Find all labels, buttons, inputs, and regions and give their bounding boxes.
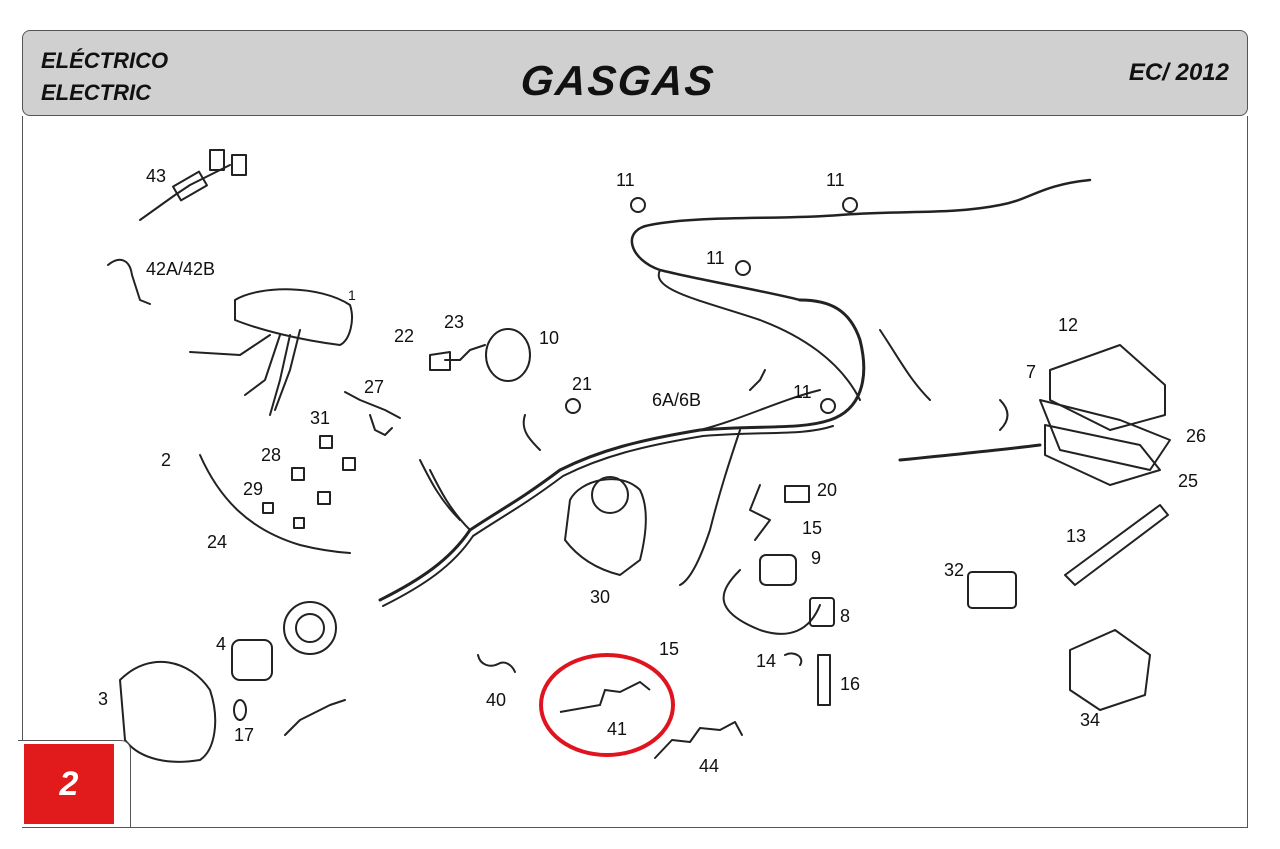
label-42a-42b: 42A/42B <box>146 259 215 279</box>
label-1: 1 <box>348 287 356 303</box>
clip-icon <box>735 260 751 276</box>
title-spanish: ELÉCTRICO <box>41 48 169 73</box>
label-20: 20 <box>817 480 837 500</box>
model-year: EC/ 2012 <box>1128 59 1229 86</box>
label-25: 25 <box>1178 471 1198 491</box>
header-bar: ELÉCTRICO ELECTRIC GASGAS EC/ 2012 <box>22 30 1248 116</box>
label-26: 26 <box>1186 426 1206 446</box>
label-21: 21 <box>572 374 592 394</box>
label-34: 34 <box>1080 710 1100 730</box>
label-27: 27 <box>364 377 384 397</box>
label-15-a: 15 <box>802 518 822 538</box>
label-6a-6b: 6A/6B <box>652 390 701 410</box>
highlight-circle <box>539 653 675 757</box>
label-43: 43 <box>146 166 166 186</box>
label-22: 22 <box>394 326 414 346</box>
label-11-d: 11 <box>793 382 812 402</box>
clip-icon <box>842 197 858 213</box>
label-17: 17 <box>234 725 254 745</box>
label-8: 8 <box>840 606 850 626</box>
label-24: 24 <box>207 532 227 552</box>
label-9: 9 <box>811 548 821 568</box>
label-16: 16 <box>840 674 860 694</box>
label-2: 2 <box>161 450 171 470</box>
label-14: 14 <box>756 651 776 671</box>
label-29: 29 <box>243 479 263 499</box>
label-28: 28 <box>261 445 281 465</box>
label-11-b: 11 <box>826 170 845 190</box>
label-31: 31 <box>310 408 330 428</box>
label-4: 4 <box>216 634 226 654</box>
clip-icon <box>630 197 646 213</box>
label-11-c: 11 <box>706 248 725 268</box>
clip-icon <box>820 398 836 414</box>
label-12: 12 <box>1058 315 1078 335</box>
label-23: 23 <box>444 312 464 332</box>
label-11-a: 11 <box>616 170 635 190</box>
label-13: 13 <box>1066 526 1086 546</box>
label-7: 7 <box>1026 362 1036 382</box>
label-3: 3 <box>98 689 108 709</box>
label-15-b: 15 <box>659 639 679 659</box>
title-english: ELECTRIC <box>41 80 151 105</box>
part-41-wire-clip <box>559 680 651 713</box>
label-32: 32 <box>944 560 964 580</box>
label-10: 10 <box>539 328 559 348</box>
label-30: 30 <box>590 587 610 607</box>
label-41: 41 <box>607 719 627 739</box>
page-number-badge: 2 <box>24 744 114 824</box>
label-40: 40 <box>486 690 506 710</box>
diagram-frame <box>22 116 1248 828</box>
clip-icon <box>565 398 581 414</box>
section-title: ELÉCTRICO ELECTRIC <box>41 45 168 109</box>
label-44: 44 <box>699 756 719 776</box>
